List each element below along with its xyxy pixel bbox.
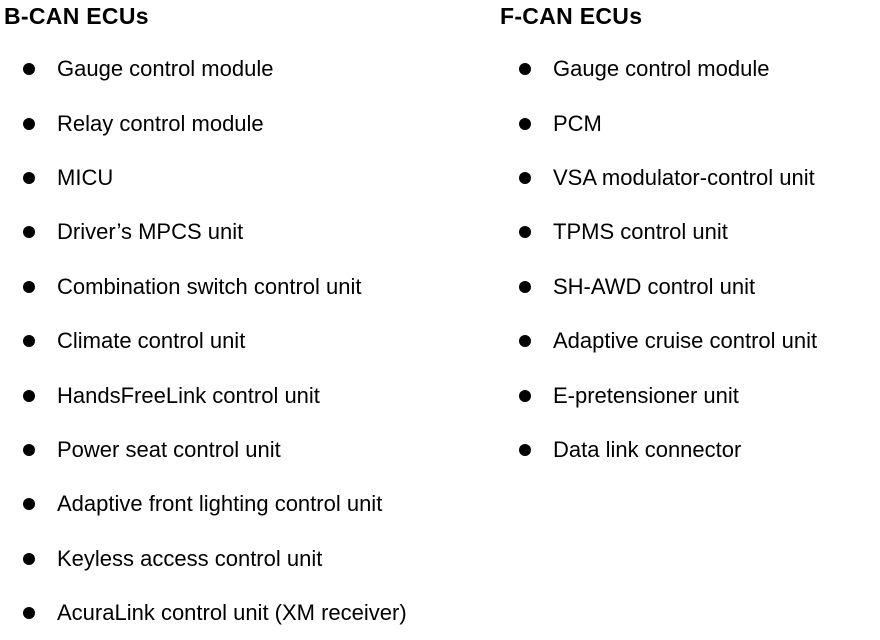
list-item-label: Keyless access control unit	[57, 545, 323, 571]
bullet-icon	[519, 117, 531, 130]
list-item: Combination switch control unit	[4, 260, 407, 314]
bcan-column: B-CAN ECUs Gauge control module Relay co…	[4, 0, 407, 640]
list-item-label: AcuraLink control unit (XM receiver)	[57, 600, 407, 626]
bullet-icon	[23, 63, 35, 76]
list-item-label: HandsFreeLink control unit	[57, 382, 320, 408]
list-item: SH-AWD control unit	[500, 260, 817, 314]
bullet-icon	[23, 552, 35, 565]
list-item: Gauge control module	[500, 42, 817, 96]
bullet-icon	[23, 280, 35, 293]
fcan-column: F-CAN ECUs Gauge control module PCM VSA …	[500, 0, 817, 477]
list-item-label: Power seat control unit	[57, 436, 281, 462]
bcan-ecu-list: Gauge control module Relay control modul…	[4, 42, 407, 640]
bullet-icon	[23, 117, 35, 130]
fcan-column-header: F-CAN ECUs	[500, 3, 643, 29]
list-item: Adaptive front lighting control unit	[4, 477, 407, 531]
list-item: Power seat control unit	[4, 423, 407, 477]
list-item-label: Data link connector	[553, 436, 742, 462]
list-item-label: SH-AWD control unit	[553, 273, 756, 299]
bullet-icon	[519, 226, 531, 239]
list-item-label: Gauge control module	[57, 56, 274, 82]
list-item: Gauge control module	[4, 42, 407, 96]
list-item-label: Driver’s MPCS unit	[57, 219, 244, 245]
list-item-label: Gauge control module	[553, 56, 770, 82]
bullet-icon	[23, 443, 35, 456]
bullet-icon	[23, 389, 35, 402]
list-item-label: E-pretensioner unit	[553, 382, 739, 408]
bullet-icon	[519, 335, 531, 348]
list-item: MICU	[4, 151, 407, 205]
list-item-label: Combination switch control unit	[57, 273, 362, 299]
bullet-icon	[519, 389, 531, 402]
list-item: Adaptive cruise control unit	[500, 314, 817, 368]
bullet-icon	[519, 63, 531, 76]
list-item: E-pretensioner unit	[500, 368, 817, 422]
list-item: VSA modulator-control unit	[500, 151, 817, 205]
list-item-label: Adaptive front lighting control unit	[57, 491, 383, 517]
bullet-icon	[519, 280, 531, 293]
list-item: AcuraLink control unit (XM receiver)	[4, 586, 407, 640]
bullet-icon	[519, 171, 531, 184]
fcan-ecu-list: Gauge control module PCM VSA modulator-c…	[500, 42, 817, 477]
bullet-icon	[23, 171, 35, 184]
list-item-label: Relay control module	[57, 110, 264, 136]
list-item: Climate control unit	[4, 314, 407, 368]
list-item-label: VSA modulator-control unit	[553, 164, 815, 190]
list-item-label: Climate control unit	[57, 328, 246, 354]
bullet-icon	[23, 607, 35, 620]
list-item-label: MICU	[57, 164, 114, 190]
bullet-icon	[23, 498, 35, 511]
list-item: Driver’s MPCS unit	[4, 205, 407, 259]
list-item-label: Adaptive cruise control unit	[553, 328, 818, 354]
list-item: Keyless access control unit	[4, 532, 407, 586]
list-item: HandsFreeLink control unit	[4, 368, 407, 422]
list-item: Data link connector	[500, 423, 817, 477]
list-item: Relay control module	[4, 96, 407, 150]
bullet-icon	[23, 226, 35, 239]
list-item: TPMS control unit	[500, 205, 817, 259]
bcan-column-header: B-CAN ECUs	[4, 3, 149, 29]
list-item: PCM	[500, 96, 817, 150]
bullet-icon	[23, 335, 35, 348]
bullet-icon	[519, 443, 531, 456]
list-item-label: TPMS control unit	[553, 219, 728, 245]
list-item-label: PCM	[553, 110, 602, 136]
